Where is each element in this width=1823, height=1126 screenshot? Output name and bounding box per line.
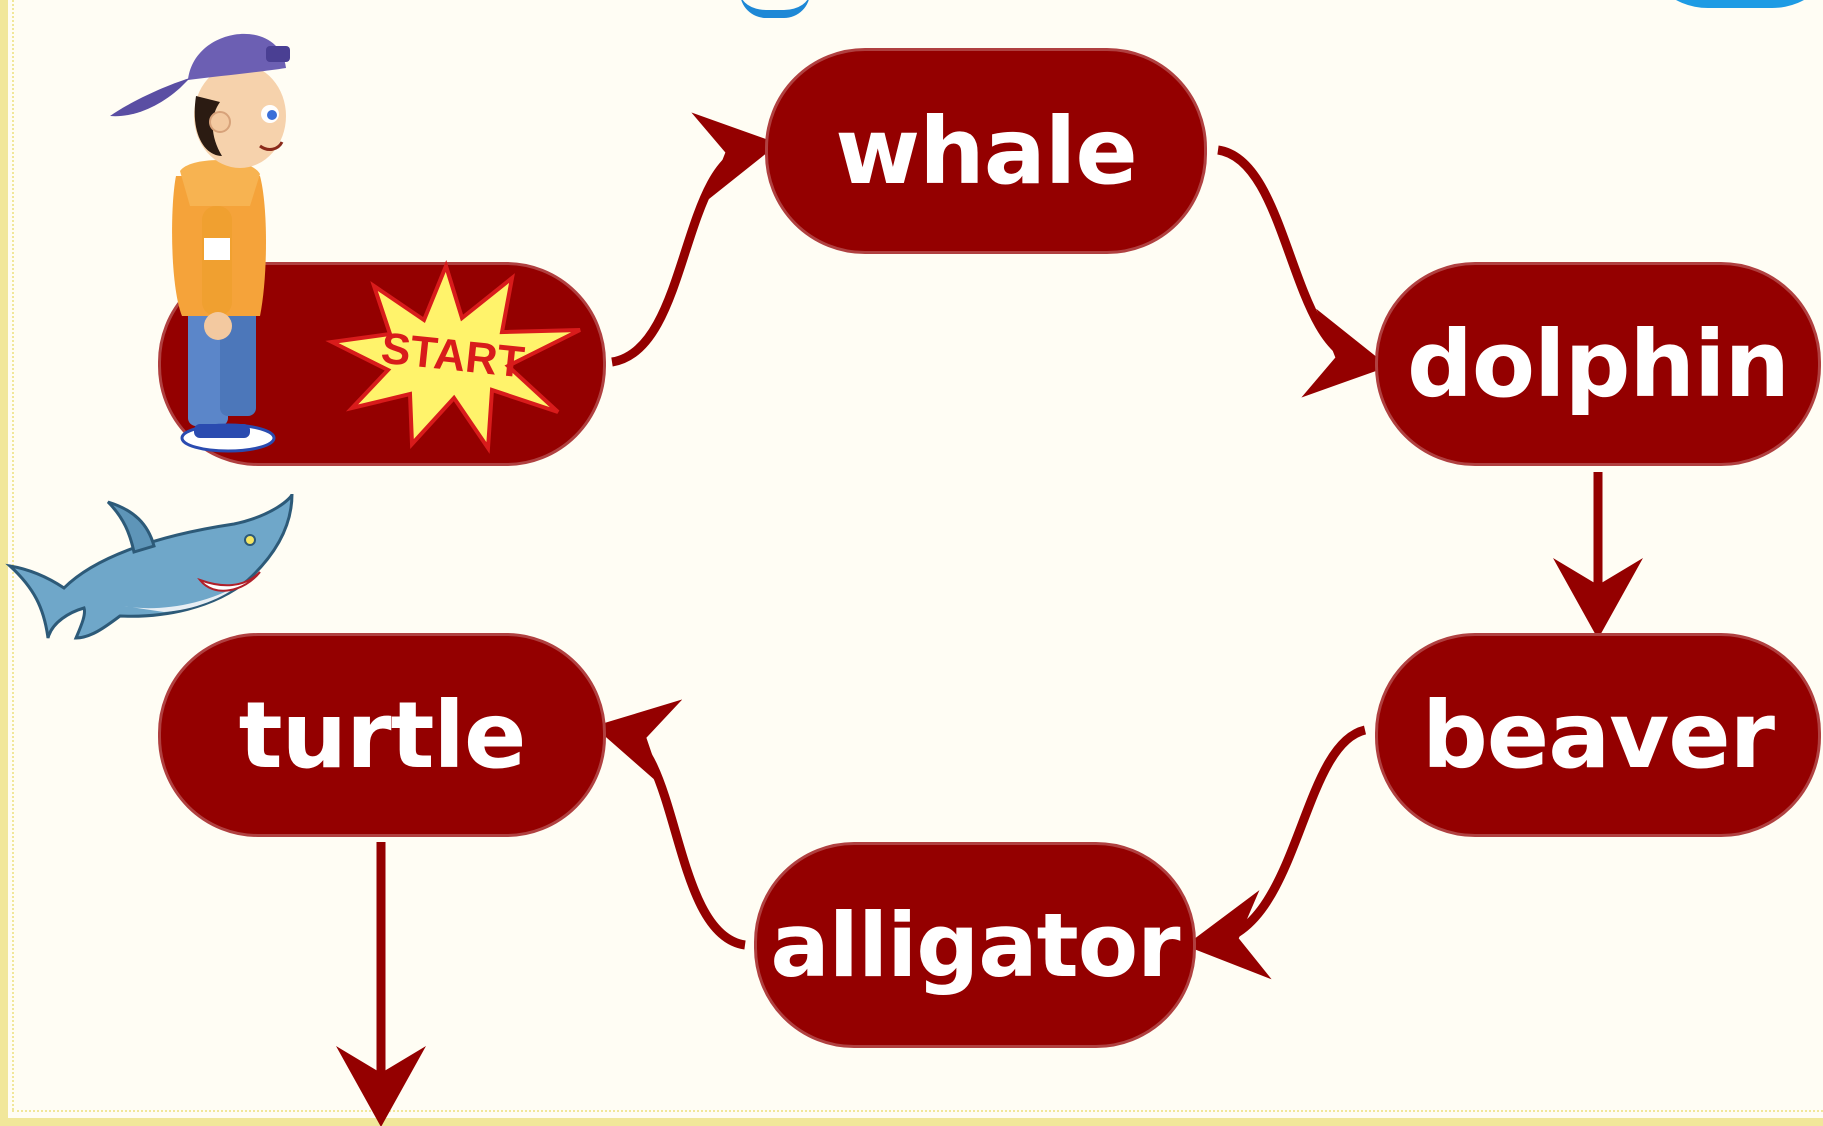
- node-whale-label: whale: [835, 97, 1138, 205]
- arrow-alligator-to-turtle: [593, 699, 746, 950]
- corner-badge: [1640, 0, 1823, 8]
- frame-border-bottom-dots: [12, 1110, 1823, 1112]
- node-beaver-label: beaver: [1421, 681, 1775, 789]
- node-whale: whale: [765, 48, 1207, 254]
- frame-border-left: [0, 0, 8, 1126]
- node-dolphin-label: dolphin: [1407, 310, 1790, 418]
- arrow-beaver-to-alligator: [1185, 725, 1367, 980]
- shark-icon: [5, 493, 294, 640]
- start-burst-icon: START: [325, 260, 581, 454]
- boy-character-icon: [110, 33, 290, 453]
- arrow-start-to-whale: [610, 112, 779, 367]
- frame-border-left-dots: [12, 0, 14, 1110]
- node-dolphin: dolphin: [1375, 262, 1821, 466]
- node-alligator: alligator: [754, 842, 1196, 1048]
- node-beaver: beaver: [1375, 633, 1821, 837]
- header-title-fragment: [740, 0, 810, 18]
- node-turtle: turtle: [158, 633, 606, 837]
- node-turtle-label: turtle: [238, 681, 527, 789]
- arrow-whale-to-dolphin: [1216, 145, 1389, 398]
- frame-border-bottom: [0, 1118, 1823, 1126]
- node-alligator-label: alligator: [770, 893, 1180, 997]
